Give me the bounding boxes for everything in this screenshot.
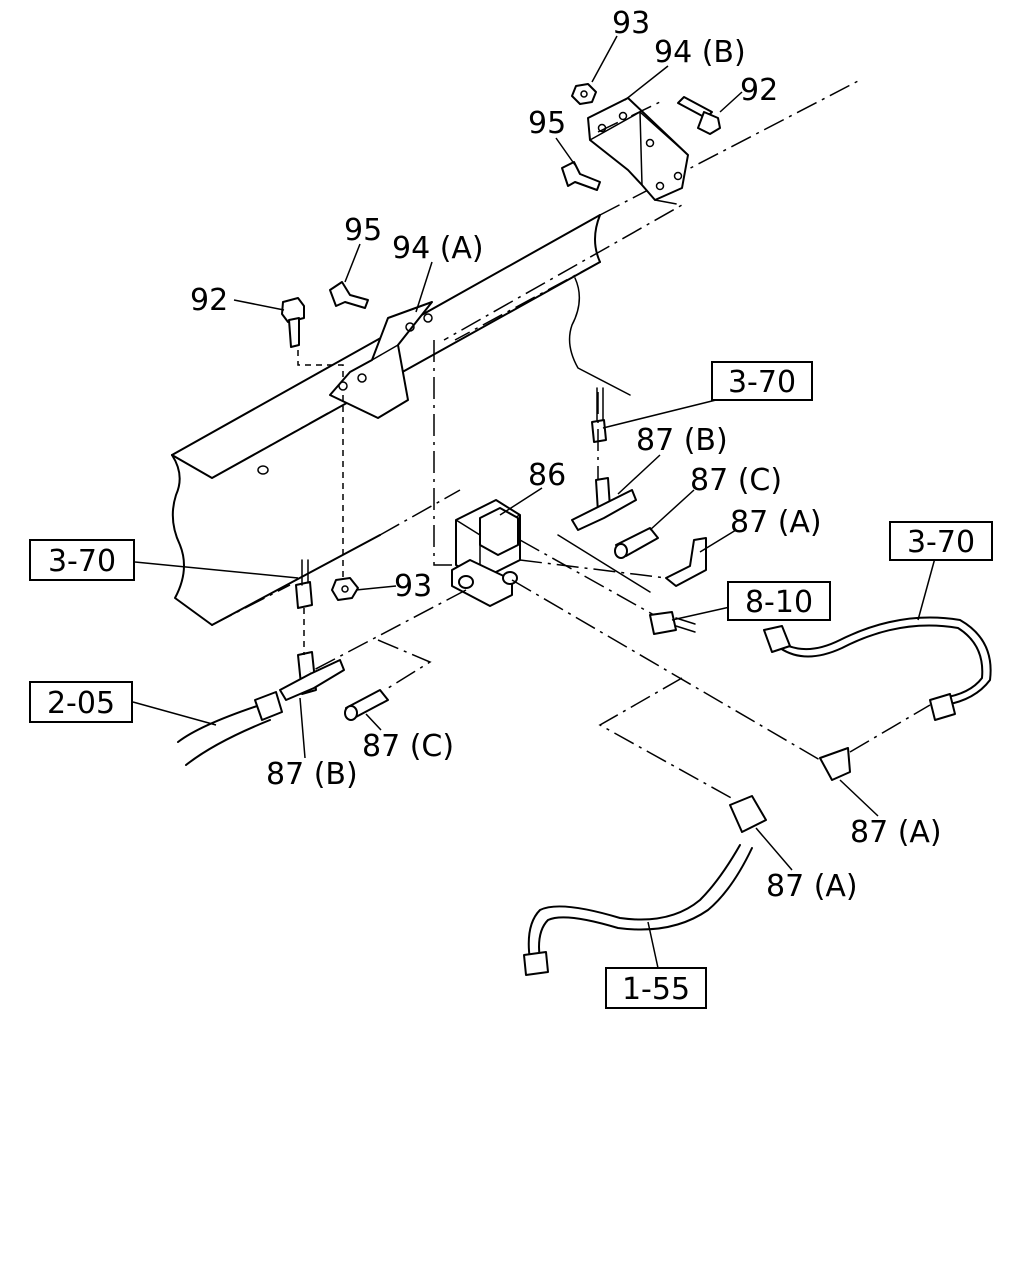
bolt-92-left	[281, 297, 305, 348]
ref-box-3-70-top: 3-70	[711, 361, 813, 401]
callout-94b: 94 (B)	[654, 35, 746, 70]
hose-2-05	[177, 691, 283, 766]
bracket-94a	[329, 301, 433, 419]
tee-fitting-87b-low	[279, 651, 345, 701]
leader-lines	[132, 35, 936, 969]
elbow-fitting-87a-bottom	[729, 795, 767, 833]
ref-box-3-70-right: 3-70	[889, 521, 993, 561]
callout-87c-top: 87 (C)	[690, 463, 782, 498]
callout-93-top: 93	[612, 6, 650, 41]
callout-92-top: 92	[740, 73, 778, 108]
callout-87b-top: 87 (B)	[636, 423, 728, 458]
ref-box-3-70-left: 3-70	[29, 539, 135, 581]
ref-2-05-text: 2-05	[47, 686, 115, 721]
ref-box-1-55: 1-55	[605, 967, 707, 1009]
callout-95-top: 95	[528, 106, 566, 141]
ref-box-2-05: 2-05	[29, 681, 133, 723]
callout-95-mid: 95	[344, 213, 382, 248]
elbow-fitting-87a-top	[665, 537, 707, 587]
callout-87a-right: 87 (A)	[850, 815, 942, 850]
ref-3-70-top-text: 3-70	[728, 365, 796, 400]
nipple-top	[591, 387, 607, 443]
ref-3-70-right-text: 3-70	[907, 525, 975, 560]
elbow-fitting-87a-right	[819, 747, 851, 781]
pipe-3-70-right	[763, 616, 992, 721]
ref-3-70-left-text: 3-70	[48, 544, 116, 579]
bolt-95-top	[561, 161, 601, 191]
wire-connector-8-10	[649, 611, 696, 635]
nut-93-top	[571, 83, 597, 105]
routing-lines	[297, 101, 931, 801]
nipple-303	[295, 559, 313, 609]
callout-94a: 94 (A)	[392, 231, 484, 266]
bolt-95-mid	[329, 281, 369, 309]
callout-87c-low: 87 (C)	[362, 729, 454, 764]
ref-8-10-text: 8-10	[745, 585, 813, 620]
tee-fitting-87b-top	[571, 477, 637, 531]
callout-86: 86	[528, 458, 566, 493]
ref-1-55-text: 1-55	[622, 972, 690, 1007]
ref-box-8-10: 8-10	[727, 581, 831, 621]
callout-87a-top: 87 (A)	[730, 505, 822, 540]
callout-87b-low: 87 (B)	[266, 757, 358, 792]
callout-87a-bottom: 87 (A)	[766, 869, 858, 904]
straight-fitting-87c-top	[614, 527, 659, 559]
straight-fitting-87c-low	[344, 689, 389, 721]
nut-93-mid	[331, 577, 359, 601]
callout-93-mid: 93	[394, 569, 432, 604]
callout-labels: 93 94 (B) 92 95 95 94 (A) 92 86 87 (B) 8…	[190, 6, 942, 904]
bracket-94b	[587, 97, 689, 201]
solenoid-valve-86	[451, 499, 521, 607]
bolt-92-top	[677, 96, 721, 135]
pipe-1-55	[523, 844, 753, 976]
callout-92-left: 92	[190, 283, 228, 318]
